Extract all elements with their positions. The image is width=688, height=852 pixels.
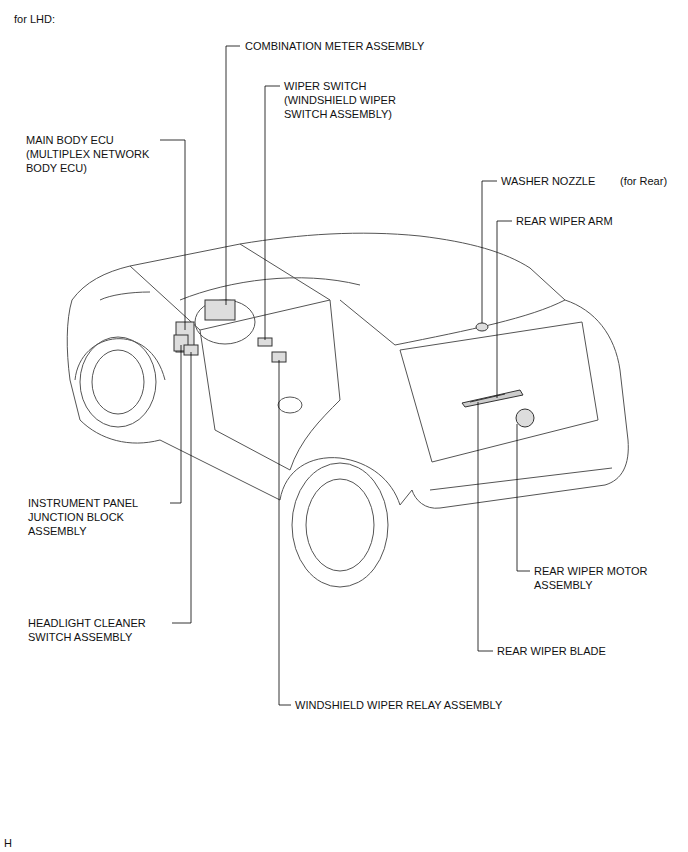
part-label: WIPER SWITCH xyxy=(284,79,367,93)
part-label: REAR WIPER MOTOR ASSEMBLY xyxy=(534,564,666,592)
part-label: COMBINATION METER ASSEMBLY xyxy=(245,39,424,53)
part-label: INSTRUMENT PANEL JUNCTION BLOCK ASSEMBLY xyxy=(28,496,166,538)
rear-wiper-motor xyxy=(516,409,534,427)
part-label: (MULTIPLEX NETWORK BODY ECU) xyxy=(26,147,158,175)
rear-wiper-arm xyxy=(462,390,523,407)
part-label: REAR WIPER BLADE xyxy=(497,644,606,658)
part-label: for LHD: xyxy=(14,12,55,26)
washer-nozzle xyxy=(476,323,488,331)
part-label: REAR WIPER ARM xyxy=(516,214,613,228)
leader-lines xyxy=(160,46,530,705)
combination-meter xyxy=(205,300,235,320)
part-label: MAIN BODY ECU xyxy=(26,133,114,147)
part-label: WINDSHIELD WIPER RELAY ASSEMBLY xyxy=(295,698,502,712)
part-label: WASHER NOZZLE xyxy=(501,174,595,188)
rear-wiper-blade xyxy=(470,394,505,402)
part-label: HEADLIGHT CLEANER SWITCH ASSEMBLY xyxy=(28,616,162,644)
car-body xyxy=(67,233,628,587)
part-label: (WINDSHIELD WIPER SWITCH ASSEMBLY) xyxy=(284,93,422,121)
part-label: (for Rear) xyxy=(620,174,667,188)
part-label: H xyxy=(4,836,12,850)
part-symbols xyxy=(174,300,534,427)
